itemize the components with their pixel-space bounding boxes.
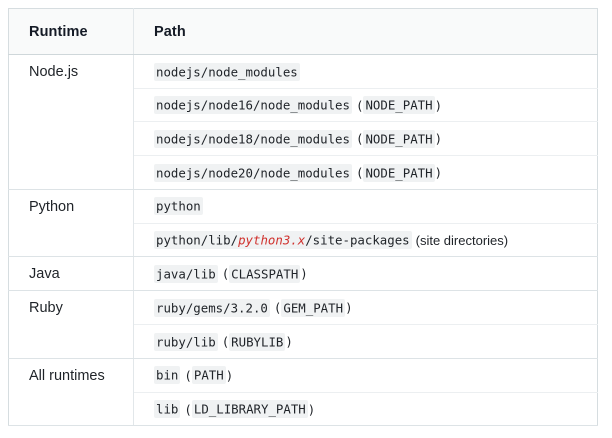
runtime-cell: All runtimes (8, 358, 134, 427)
open-paren: ( (184, 367, 192, 383)
open-paren: ( (355, 165, 364, 181)
runtime-cell: Java (8, 256, 134, 292)
path-cell: ruby/lib(RUBYLIB) (133, 324, 598, 359)
path-code: java/lib (154, 264, 218, 283)
table-row: lib(LD_LIBRARY_PATH) (9, 392, 598, 427)
table-row: nodejs/node20/node_modules(NODE_PATH) (9, 155, 598, 190)
open-paren: ( (221, 266, 230, 282)
env-var-code: CLASSPATH (229, 264, 301, 283)
table-row: nodejs/node16/node_modules(NODE_PATH) (9, 88, 598, 123)
path-code: ruby/lib (154, 332, 218, 351)
path-cell: python (133, 189, 598, 224)
runtime-label: Java (29, 266, 60, 283)
path-cell: ruby/gems/3.2.0(GEM_PATH) (133, 290, 598, 326)
close-paren: ) (307, 401, 316, 417)
env-var-code: NODE_PATH (363, 163, 435, 182)
path-code: nodejs/node16/node_modules (154, 96, 352, 115)
path-note: (site directories) (415, 232, 509, 248)
table-row: nodejs/node18/node_modules(NODE_PATH) (9, 121, 598, 157)
column-header-path: Path (133, 8, 598, 55)
path-cell: nodejs/node20/node_modules(NODE_PATH) (133, 155, 598, 190)
env-var-code: GEM_PATH (281, 298, 346, 317)
table-body: Node.js nodejs/node_modules nodejs/node16/… (8, 54, 598, 427)
table-row: ruby/lib(RUBYLIB) (9, 324, 598, 359)
path-code: bin (154, 366, 181, 385)
table-row: Python python (8, 189, 598, 258)
path-code: lib (154, 400, 181, 419)
close-paren: ) (285, 334, 293, 350)
path-cell: nodejs/node16/node_modules(NODE_PATH) (133, 88, 598, 123)
env-var-code: NODE_PATH (363, 96, 435, 115)
column-header-runtime: Runtime (8, 8, 134, 55)
runtime-label: Python (29, 198, 75, 215)
close-paren: ) (225, 367, 234, 383)
open-paren: ( (184, 401, 192, 417)
table-row: Node.js nodejs/node_modules (8, 54, 598, 190)
close-paren: ) (434, 165, 443, 181)
close-paren: ) (434, 97, 443, 113)
path-cell: bin(PATH) (133, 358, 598, 393)
path-code: nodejs/node18/node_modules (154, 129, 352, 148)
runtime-label: All runtimes (29, 367, 105, 384)
runtime-cell: Ruby (8, 290, 134, 359)
env-var-code: NODE_PATH (363, 129, 435, 148)
runtime-label: Ruby (29, 300, 63, 317)
path-cell: java/lib(CLASSPATH) (133, 256, 598, 292)
env-var-code: PATH (191, 366, 226, 385)
close-paren: ) (434, 131, 443, 147)
env-var-code: RUBYLIB (229, 332, 286, 351)
path-version-variable: python3.x (238, 232, 306, 248)
table-header: Runtime Path (8, 8, 598, 55)
runtime-cell: Node.js (8, 54, 134, 190)
path-cell: nodejs/node_modules (133, 54, 598, 89)
table-row: Java java/lib(CLASSPATH) (8, 256, 598, 292)
close-paren: ) (345, 300, 353, 316)
path-code: nodejs/node20/node_modules (154, 163, 352, 182)
table-row: python/lib/python3.x/site-packages(site … (9, 223, 598, 258)
path-code: nodejs/node_modules (154, 62, 300, 81)
path-code: python (154, 197, 203, 216)
runtime-label: Node.js (29, 64, 79, 80)
env-var-code: LD_LIBRARY_PATH (191, 400, 308, 419)
open-paren: ( (355, 131, 364, 147)
open-paren: ( (273, 300, 282, 316)
open-paren: ( (221, 334, 230, 350)
path-code-prefix: python/lib/ (156, 232, 239, 248)
runtime-cell: Python (8, 189, 134, 258)
path-cell: lib(LD_LIBRARY_PATH) (133, 392, 598, 427)
path-code: python/lib/python3.x/site-packages (154, 231, 412, 250)
path-code: ruby/gems/3.2.0 (154, 298, 270, 317)
table-header-row: Runtime Path (8, 8, 598, 55)
open-paren: ( (355, 97, 364, 113)
path-cell: python/lib/python3.x/site-packages(site … (133, 223, 598, 258)
path-cell: nodejs/node18/node_modules(NODE_PATH) (133, 121, 598, 157)
path-code-suffix: /site-packages (305, 232, 410, 248)
close-paren: ) (300, 266, 308, 282)
